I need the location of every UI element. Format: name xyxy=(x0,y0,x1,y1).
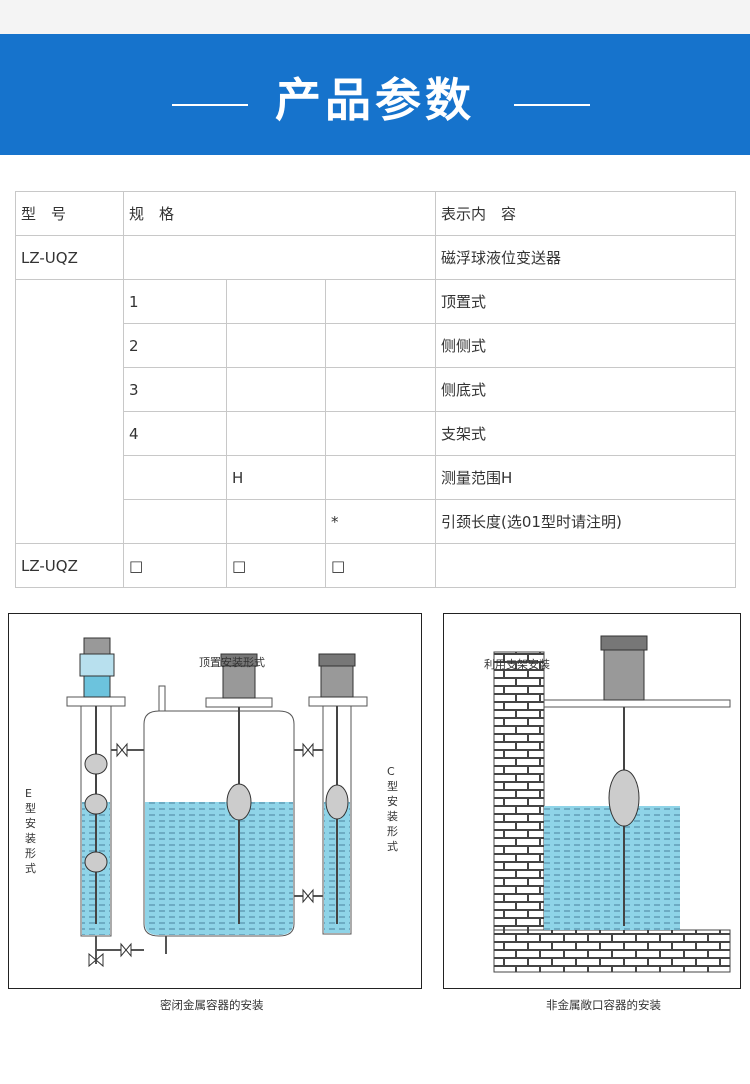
table-row: 1 顶置式 xyxy=(15,279,737,544)
label-e-type: E型安装形式 xyxy=(25,787,36,875)
table-row: 2 侧侧式 xyxy=(16,323,737,368)
table-row: H 测量范围H xyxy=(16,455,737,500)
closed-tank-drawing xyxy=(66,637,368,968)
cell-model: LZ-UQZ xyxy=(15,543,124,588)
cell-c2: H xyxy=(226,455,326,500)
cell-c1: 2 xyxy=(123,323,227,368)
diagram-closed-tank: 顶置安装形式 E型安装形式 C型安装形式 xyxy=(8,613,422,989)
table-row: LZ-UQZ □ □ □ xyxy=(15,543,737,588)
cell-c3 xyxy=(324,455,437,500)
cell-desc: 测量范围H xyxy=(435,455,737,500)
top-strip xyxy=(0,0,750,34)
caption-open-tank: 非金属敞口容器的安装 xyxy=(546,998,661,1012)
cell-c3 xyxy=(324,367,437,412)
cell-c3: □ xyxy=(324,543,437,588)
open-tank-drawing xyxy=(493,635,731,973)
header-spec: 规 格 xyxy=(122,191,437,236)
cell-c2: □ xyxy=(226,543,326,588)
caption-closed-tank: 密闭金属容器的安装 xyxy=(160,998,264,1012)
cell-c1 xyxy=(123,455,227,500)
cell-c3 xyxy=(324,279,437,324)
cell-c1: □ xyxy=(123,543,227,588)
cell-c2 xyxy=(226,279,326,324)
header-desc: 表示内 容 xyxy=(435,191,737,236)
cell-c1: 4 xyxy=(123,411,227,456)
cell-c1 xyxy=(123,499,227,544)
cell-c3: * xyxy=(324,499,437,544)
cell-desc xyxy=(435,543,737,588)
cell-c1: 1 xyxy=(123,279,227,324)
table-row: LZ-UQZ 磁浮球液位变送器 xyxy=(15,235,737,280)
label-top-mount: 顶置安装形式 xyxy=(199,656,265,669)
cell-desc: 侧侧式 xyxy=(435,323,737,368)
cell-c2 xyxy=(226,411,326,456)
section-banner: 产品参数 xyxy=(0,34,750,155)
banner-left-rule xyxy=(172,104,248,106)
table-row: * 引颈长度(选01型时请注明) xyxy=(16,499,737,544)
cell-c2 xyxy=(226,323,326,368)
table-row: 4 支架式 xyxy=(16,411,737,456)
label-bracket-mount: 利用支架安装 xyxy=(484,658,550,671)
cell-desc: 侧底式 xyxy=(435,367,737,412)
banner-title: 产品参数 xyxy=(275,73,475,127)
table-row: 3 侧底式 xyxy=(16,367,737,412)
cell-desc: 支架式 xyxy=(435,411,737,456)
banner-right-rule xyxy=(514,104,590,106)
cell-c3 xyxy=(324,323,437,368)
cell-c2 xyxy=(226,499,326,544)
cell-c1: 3 xyxy=(123,367,227,412)
cell-model: LZ-UQZ xyxy=(15,235,124,280)
label-c-type: C型安装形式 xyxy=(387,765,398,853)
cell-c2 xyxy=(226,367,326,412)
cell-desc: 引颈长度(选01型时请注明) xyxy=(435,499,737,544)
cell-desc: 顶置式 xyxy=(435,279,737,324)
cell-model-merged xyxy=(15,279,124,544)
cell-desc: 磁浮球液位变送器 xyxy=(435,235,737,280)
cell-spec xyxy=(122,235,437,280)
cell-c3 xyxy=(324,411,437,456)
table-header-row: 型 号 规 格 表示内 容 xyxy=(15,191,737,236)
header-model: 型 号 xyxy=(15,191,124,236)
diagram-open-tank: 利用支架安装 xyxy=(443,613,741,989)
spec-table: 型 号 规 格 表示内 容 LZ-UQZ 磁浮球液位变送器 1 顶置式 2 侧侧… xyxy=(15,191,737,588)
